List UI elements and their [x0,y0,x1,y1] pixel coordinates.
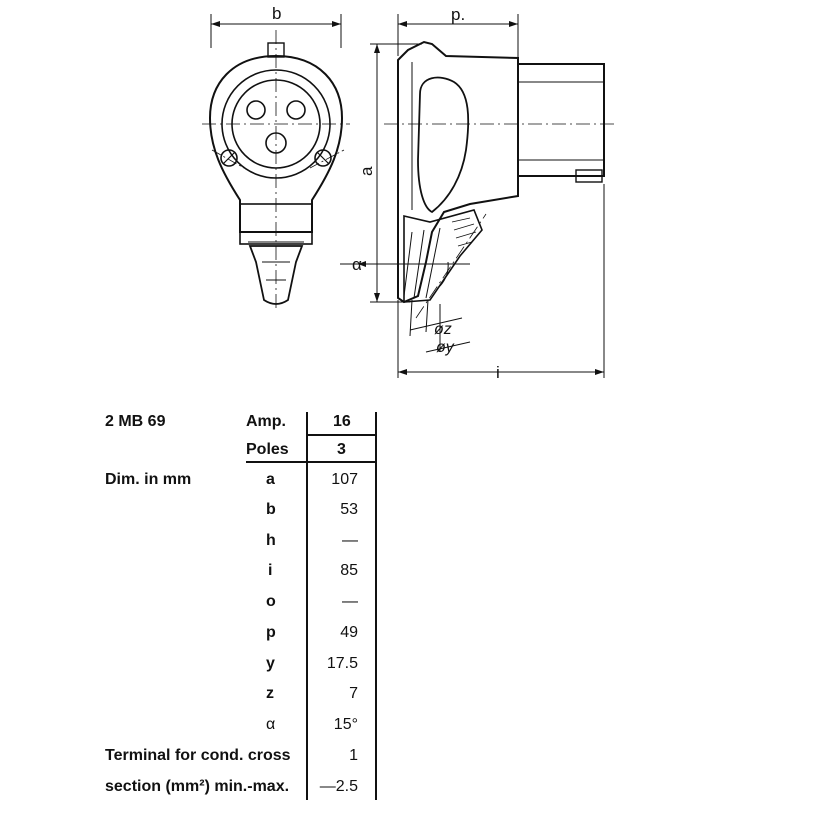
terminal-label-line2: section (mm²) min.-max. [105,778,290,795]
dim-heading: Dim. in mm [105,471,192,488]
front-view [202,14,350,312]
dim-label-i: i [496,363,500,382]
table-rule-left [306,412,308,800]
amp-value: 16 [333,413,351,430]
dim-label-p: p. [451,5,465,24]
dim-key-b: b [266,501,276,518]
dim-key-i: i [268,562,273,579]
dim-value-b: 53 [340,501,358,518]
terminal-label-line1: Terminal for cond. cross [105,747,291,764]
terminal-max-value: —2.5 [319,778,358,795]
dim-key-h: h [266,532,276,549]
side-view [340,14,616,378]
poles-value: 3 [337,441,346,458]
dim-value-o: — [342,593,358,610]
dim-value-z: 7 [349,685,358,702]
terminal-min-value: 1 [349,747,358,764]
dim-value-a: 107 [331,471,358,488]
dim-key-o: o [266,593,276,610]
dim-label-alpha: α [352,255,362,274]
dim-key-a: a [266,471,275,488]
plug-technical-drawing: b p. a α øz øy i [202,4,616,382]
table-rule-amp [306,434,377,436]
dim-key-p: p [266,624,276,641]
table-rule-right [375,412,377,800]
dim-key-z: z [266,685,274,702]
poles-label: Poles [246,441,289,458]
dim-value-p: 49 [340,624,358,641]
amp-label: Amp. [246,413,286,430]
model-name: 2 MB 69 [105,413,166,430]
dim-value-y: 17.5 [326,655,358,672]
dim-value-alpha: 15° [333,716,358,733]
dim-label-b: b [272,4,281,23]
table-rule-poles [246,461,377,463]
dim-value-i: 85 [340,562,358,579]
dim-label-a: a [357,166,376,176]
dim-key-y: y [266,655,275,672]
dim-label-y: øy [436,339,455,356]
dim-value-h: — [342,532,358,549]
dim-key-alpha: α [266,716,276,733]
dim-label-z: øz [434,321,452,338]
